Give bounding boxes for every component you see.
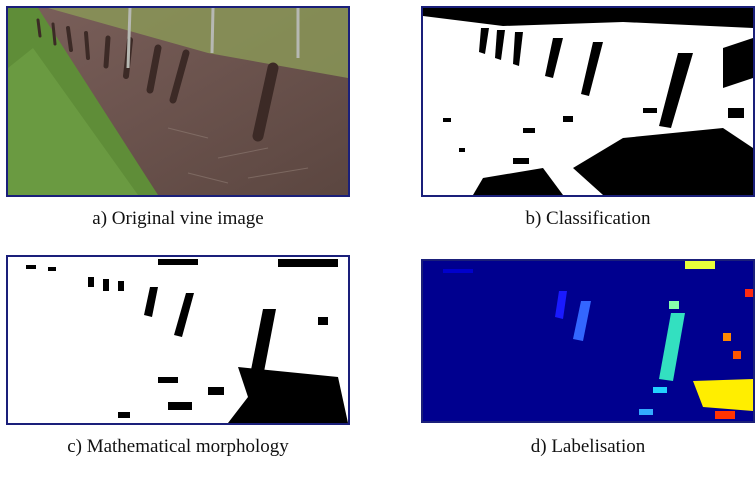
caption-a: a) Original vine image <box>92 208 264 229</box>
classification-image <box>421 6 755 197</box>
caption-c: c) Mathematical morphology <box>67 436 289 457</box>
labelisation-image <box>421 259 755 423</box>
caption-d: d) Labelisation <box>530 436 646 457</box>
morphology-image <box>6 255 350 425</box>
original-vine-image <box>6 6 350 197</box>
caption-b: b) Classification <box>525 208 651 229</box>
